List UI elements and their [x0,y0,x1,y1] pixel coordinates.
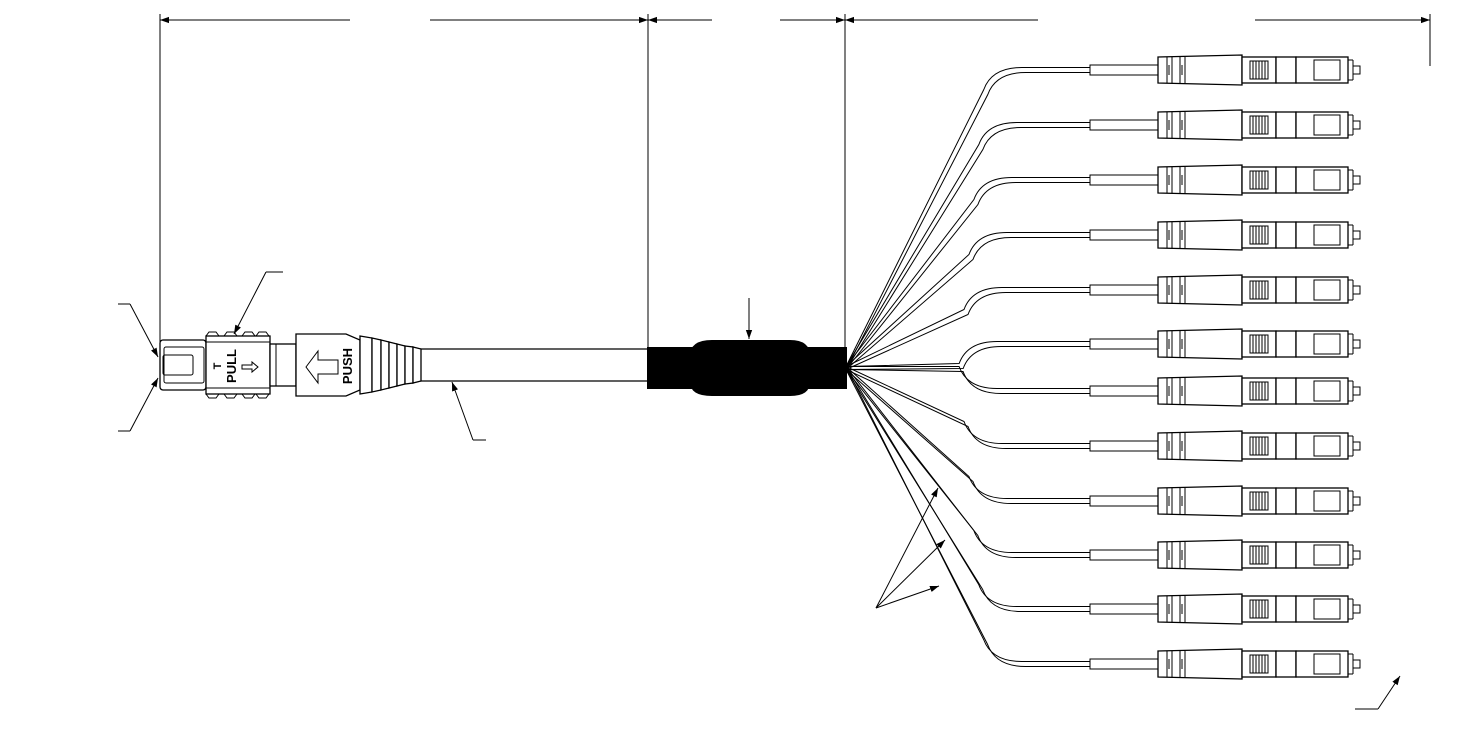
pull-label: PULL [224,349,239,383]
lc-connector [1089,164,1361,196]
fanout-leg [845,328,1361,370]
push-label: PUSH [340,348,355,384]
pull-arrow-icon [241,360,259,374]
dimension-lines [159,14,1431,355]
trunk-cable [420,348,650,382]
fanout-leg [845,164,1361,370]
lc-connector [1089,219,1361,251]
fanout-leg [845,366,1361,462]
lc-connector [1089,648,1361,680]
key-label: T [212,362,224,369]
lc-connector [1089,539,1361,571]
fanout-leg [845,366,1361,571]
fanout-leg [845,366,1361,517]
mpo-connector: PULL T PUSH [159,331,422,399]
lc-connector [1089,109,1361,141]
lc-connector [1089,54,1361,86]
breakout-boot [647,340,847,396]
fanout-leg [845,366,1361,680]
fanout-legs [845,54,1361,680]
fanout-leg [845,54,1361,370]
lc-connector [1089,485,1361,517]
lc-connector [1089,593,1361,625]
callout-leaders [118,271,1401,710]
fanout-leg [845,109,1361,370]
fanout-leg [845,274,1361,370]
push-arrow-icon [305,349,339,385]
fanout-leg [845,219,1361,370]
lc-connector [1089,375,1361,407]
lc-connector [1089,274,1361,306]
lc-connector [1089,328,1361,360]
fanout-leg [845,366,1361,625]
fanout-leg [845,366,1361,407]
lc-connector [1089,430,1361,462]
